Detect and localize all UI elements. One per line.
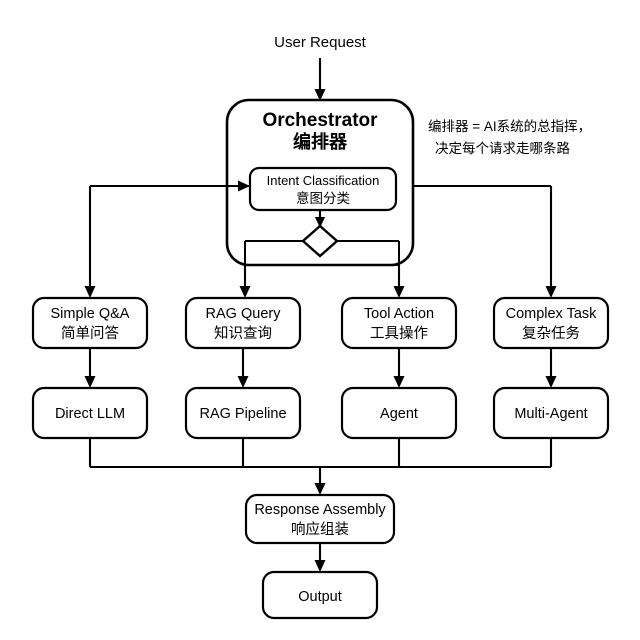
- route-label-en-1: RAG Query: [206, 306, 282, 322]
- route-label-cn-2: 工具操作: [370, 325, 428, 342]
- edge-orchestrator-to-rag-query: [239, 265, 251, 298]
- intent-classification-label-cn: 意图分类: [296, 190, 350, 206]
- impl-label-0: Direct LLM: [55, 406, 125, 422]
- edge-intent-to-decision: [315, 210, 325, 228]
- edge-rag-query-to-rag-pipeline: [237, 348, 249, 388]
- edge-user-request-to-orchestrator: [314, 58, 326, 101]
- annotation-line-2: 决定每个请求走哪条路: [435, 140, 570, 156]
- route-label-cn-3: 复杂任务: [522, 324, 580, 342]
- edge-simple-qa-to-direct-llm: [84, 348, 96, 388]
- intent-classification-label-en: Intent Classification: [267, 173, 380, 188]
- decision-diamond[interactable]: [301, 224, 339, 258]
- route-label-en-0: Simple Q&A: [51, 306, 130, 322]
- orchestrator-routing-bus: [244, 240, 400, 266]
- edge-orchestrator-to-tool-action: [393, 265, 405, 298]
- edge-orchestrator-to-simple-qa: [84, 180, 250, 298]
- edge-orchestrator-to-complex-task: [413, 184, 557, 298]
- orchestrator-title-en: Orchestrator: [262, 110, 378, 131]
- edge-assembly-to-output: [314, 543, 326, 572]
- route-label-cn-0: 简单问答: [61, 325, 119, 342]
- response-assembly-label-en: Response Assembly: [254, 502, 386, 518]
- annotation-line-1: 编排器 = AI系统的总指挥，: [428, 119, 591, 134]
- route-label-en-3: Complex Task: [506, 306, 598, 322]
- impl-label-3: Multi-Agent: [514, 406, 587, 422]
- route-label-en-2: Tool Action: [364, 306, 434, 322]
- user-request-label: User Request: [274, 34, 367, 51]
- impl-label-2: Agent: [380, 406, 418, 422]
- route-label-cn-1: 知识查询: [214, 325, 272, 342]
- edge-complex-task-to-multi-agent: [545, 348, 557, 388]
- output-label: Output: [298, 589, 342, 605]
- impl-label-1: RAG Pipeline: [199, 406, 286, 422]
- response-assembly-label-cn: 响应组装: [291, 520, 349, 538]
- orchestrator-title-cn: 编排器: [293, 131, 348, 152]
- output-box[interactable]: [261, 570, 379, 620]
- intent-classification-box[interactable]: [248, 166, 398, 212]
- merge-bus-to-response-assembly: [88, 438, 553, 495]
- edge-tool-action-to-agent: [393, 348, 405, 388]
